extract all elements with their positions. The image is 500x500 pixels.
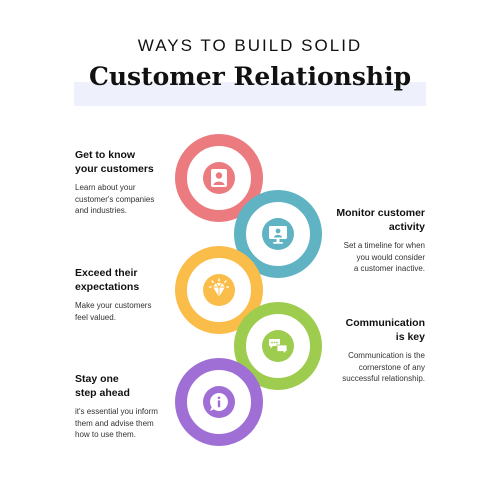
step-1-title-line-1: Get to know xyxy=(75,149,136,161)
step-3-description: Make your customers feel valued. xyxy=(75,301,152,322)
step-disc-2 xyxy=(262,218,294,250)
step-2-description: Set a timeline for when you would consid… xyxy=(343,241,425,273)
step-4-title-line-1: Communication xyxy=(345,317,425,329)
step-ring-5 xyxy=(175,358,263,446)
step-4-description: Communication is the cornerstone of any … xyxy=(342,351,425,383)
step-disc-4 xyxy=(262,330,294,362)
step-5-description: it's essential you inform them and advis… xyxy=(75,407,158,439)
page-title: Customer Relationship xyxy=(88,62,412,91)
step-disc-3 xyxy=(203,274,235,306)
diamond-icon xyxy=(208,278,230,297)
page-subtitle: WAYS TO BUILD SOLID xyxy=(137,36,363,55)
info-icon xyxy=(210,393,228,411)
step-1-title: Get to know your customers xyxy=(75,148,185,176)
step-2-title: Monitor customer activity xyxy=(315,206,425,234)
step-2-text: Monitor customer activity Set a timeline… xyxy=(315,206,425,275)
step-2-title-line-2: activity xyxy=(388,221,425,233)
step-4-title-line-2: is key xyxy=(395,331,425,343)
step-3-title: Exceed their expectations xyxy=(75,266,185,294)
step-1-description: Learn about your customer's companies an… xyxy=(75,183,155,215)
step-3-title-line-2: expectations xyxy=(75,281,140,293)
monitor-user-icon xyxy=(269,226,287,244)
step-4-text: Communication is key Communication is th… xyxy=(315,316,425,385)
step-5-text: Stay one step ahead it's essential you i… xyxy=(75,372,185,441)
user-icon xyxy=(211,169,227,187)
step-disc-1 xyxy=(203,162,235,194)
step-5-title-line-2: step ahead xyxy=(75,387,130,399)
step-3-title-line-1: Exceed their xyxy=(75,267,138,279)
step-disc-5 xyxy=(203,386,235,418)
title-highlight-band xyxy=(74,82,426,106)
step-2-title-line-1: Monitor customer xyxy=(336,207,425,219)
step-1-title-line-2: your customers xyxy=(75,163,154,175)
step-3-text: Exceed their expectations Make your cust… xyxy=(75,266,185,323)
step-5-title: Stay one step ahead xyxy=(75,372,185,400)
step-5-title-line-1: Stay one xyxy=(75,373,119,385)
step-4-title: Communication is key xyxy=(315,316,425,344)
chat-bubbles-icon xyxy=(269,339,288,355)
step-1-text: Get to know your customers Learn about y… xyxy=(75,148,185,217)
